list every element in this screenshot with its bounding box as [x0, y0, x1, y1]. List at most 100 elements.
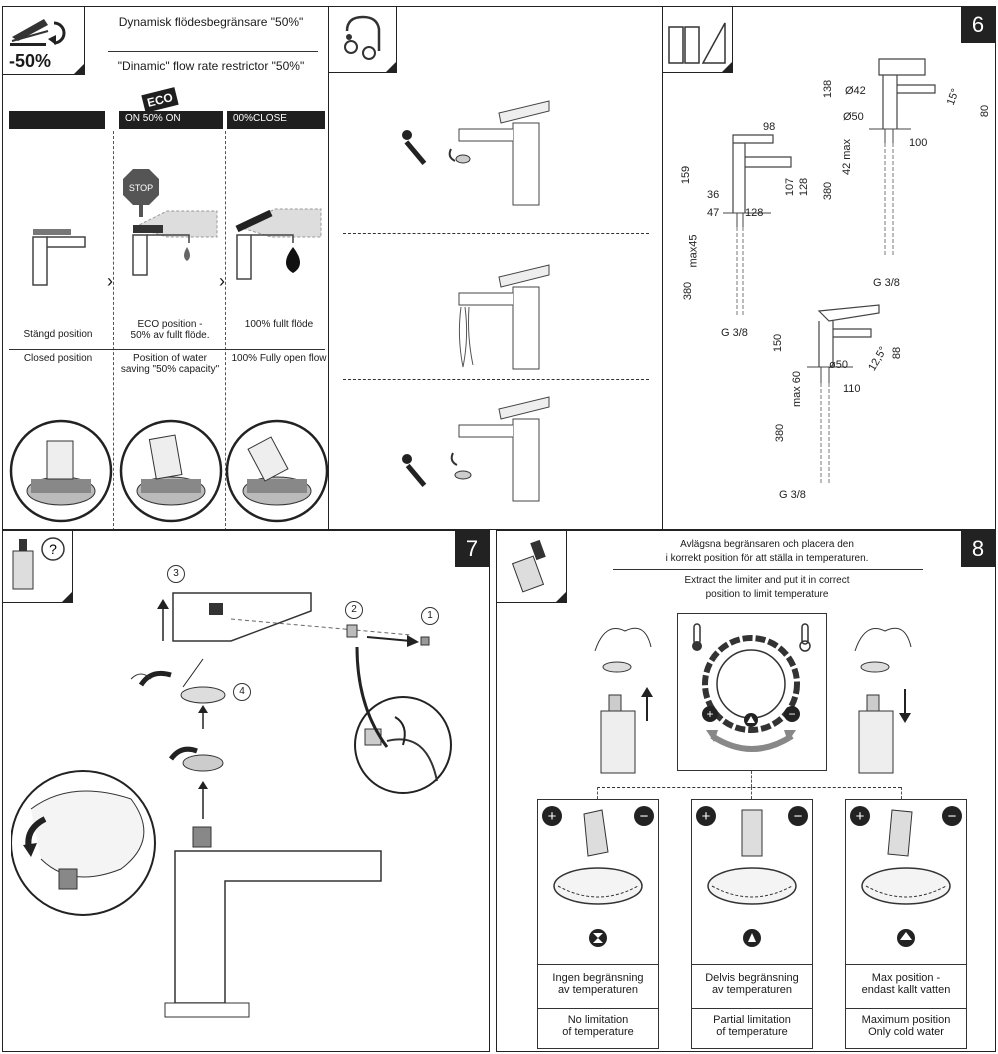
limiter-dial-box: + − — [677, 613, 827, 771]
cartridge-icon — [511, 539, 546, 593]
dim-text: 159 — [680, 165, 693, 185]
svg-text:−: − — [794, 808, 803, 825]
step-number: 6 — [961, 7, 995, 43]
dim-text: 110 — [843, 383, 861, 395]
caption-divider — [9, 349, 325, 350]
panel-temperature-limiter: 8 Avlägsna begränsaren och placera den i… — [496, 530, 996, 1052]
col-closed-sv: Stängd position — [23, 329, 93, 340]
bar-left — [9, 111, 105, 129]
dim-text: 380 — [774, 423, 787, 443]
step-badge: 3 — [167, 565, 185, 583]
option-max-position: + − Max position - endast kallt vatten M… — [845, 799, 967, 1049]
svg-text:+: + — [706, 707, 713, 721]
connector-line — [751, 771, 752, 787]
dim-text: 42 max — [841, 138, 854, 176]
column-divider — [113, 131, 114, 529]
connector-line — [597, 787, 598, 799]
cartridge-no-limit: + − — [542, 806, 654, 947]
limiter-title-en: position to limit temperature — [705, 589, 829, 600]
dim-text: 128 — [745, 207, 764, 219]
section-divider — [343, 233, 649, 234]
flow-restrictor-icon — [10, 19, 66, 46]
col-closed-en: Closed position — [23, 353, 93, 364]
title-divider — [108, 51, 318, 52]
cartridge-help-icon-box: ? — [3, 531, 73, 603]
restrictor-percent: -50% — [9, 51, 52, 71]
step-number: 7 — [455, 531, 489, 567]
wrench-icon — [402, 130, 427, 166]
svg-text:+: + — [548, 808, 557, 825]
title-divider — [613, 569, 923, 570]
faucet-water-flow — [458, 264, 550, 370]
svg-text:−: − — [788, 707, 795, 721]
dim-text: ø50 — [829, 359, 848, 371]
dim-text: 80 — [979, 104, 992, 118]
svg-text:+: + — [856, 808, 865, 825]
option-divider — [538, 1008, 658, 1009]
connector-line — [751, 787, 752, 799]
bar-mid: ON 50% ON — [119, 111, 223, 129]
connector-line — [901, 787, 902, 799]
cartridge-closed-illustration — [9, 419, 113, 523]
stop-sign-icon: STOP — [123, 169, 159, 217]
panel-dimensions: 6 98 159 36 47 128 107 128 max45 380 G 3… — [662, 6, 996, 530]
stop-text: STOP — [129, 183, 153, 193]
restrictor-title-sv: Dynamisk flödesbegränsare "50%" — [118, 15, 304, 29]
extract-limiter-illustration — [594, 627, 653, 774]
limiter-title-sv: i korrekt position för att ställa in tem… — [665, 553, 869, 564]
step-badge: 4 — [233, 683, 251, 701]
option-divider — [846, 1008, 966, 1009]
dim-text: G 3/8 — [779, 489, 806, 501]
panel-aerator — [328, 6, 664, 530]
col-open-en: 100% Fully open flow — [231, 353, 327, 364]
ruler-icon-box — [663, 7, 733, 73]
svg-text:−: − — [948, 808, 957, 825]
dim-text: Ø42 — [845, 85, 866, 97]
option-sv-text: Delvis begränsning av temperaturen — [705, 972, 799, 996]
dimension-drawing-c — [807, 304, 880, 485]
cartridge-partial-limit: + − — [696, 806, 808, 947]
restrictor-icon-box: -50% — [3, 7, 85, 75]
option-en-text: Maximum position Only cold water — [861, 1014, 951, 1038]
svg-text:−: − — [640, 808, 649, 825]
option-divider — [692, 964, 812, 965]
cartridge-max-position: + − — [850, 806, 962, 947]
option-sv-text: Ingen begränsning av temperaturen — [552, 972, 644, 996]
option-en-text: Partial limitation of temperature — [713, 1014, 791, 1038]
option-divider — [692, 1008, 812, 1009]
dim-text: 36 — [707, 189, 720, 201]
faucet-open-icon — [235, 208, 322, 280]
restrictor-title-en: "Dinamic" flow rate restrictor "50%" — [117, 59, 305, 73]
cartridge-question-icon: ? — [12, 537, 65, 590]
dim-text: 138 — [822, 79, 835, 99]
dim-text: 100 — [909, 137, 928, 149]
cartridge-open-illustration — [225, 419, 329, 523]
cartridge-icon-box — [497, 531, 567, 603]
option-sv-text: Max position - endast kallt vatten — [861, 972, 951, 996]
dimension-drawing-b — [869, 58, 936, 257]
col-open-sv: 100% fullt flöde — [244, 319, 314, 330]
dim-text: 380 — [682, 281, 695, 301]
option-no-limit: + − Ingen begränsning av temperaturen No… — [537, 799, 659, 1049]
dim-text: 150 — [772, 333, 785, 353]
limiter-title-sv: Avlägsna begränsaren och placera den — [680, 539, 854, 550]
option-divider — [846, 964, 966, 965]
option-en-text: No limitation of temperature — [562, 1014, 634, 1038]
option-partial-limit: + − Delvis begränsning av temperaturen P… — [691, 799, 813, 1049]
col-eco-sv: ECO position - 50% av fullt flöde. — [130, 319, 210, 341]
dim-text: 128 — [798, 177, 811, 197]
disassembly-illustration — [11, 592, 452, 1018]
column-divider — [225, 131, 226, 529]
ruler-triangle-icon — [668, 22, 726, 64]
faucet-install-aerator — [402, 396, 550, 502]
faucet-eco-icon — [132, 210, 218, 276]
faucet-remove-aerator — [402, 100, 550, 206]
insert-limiter-illustration — [854, 627, 912, 774]
bar-right: 00%CLOSE — [227, 111, 325, 129]
panel-flow-restrictor: -50% Dynamisk flödesbegränsare "50%" "Di… — [2, 6, 330, 530]
dim-text: G 3/8 — [721, 327, 748, 339]
panel-disassembly: ? 7 3 2 1 — [2, 530, 490, 1052]
dim-text: Ø50 — [843, 111, 864, 123]
step-badge: 2 — [345, 601, 363, 619]
limiter-dial: + − — [692, 623, 811, 752]
